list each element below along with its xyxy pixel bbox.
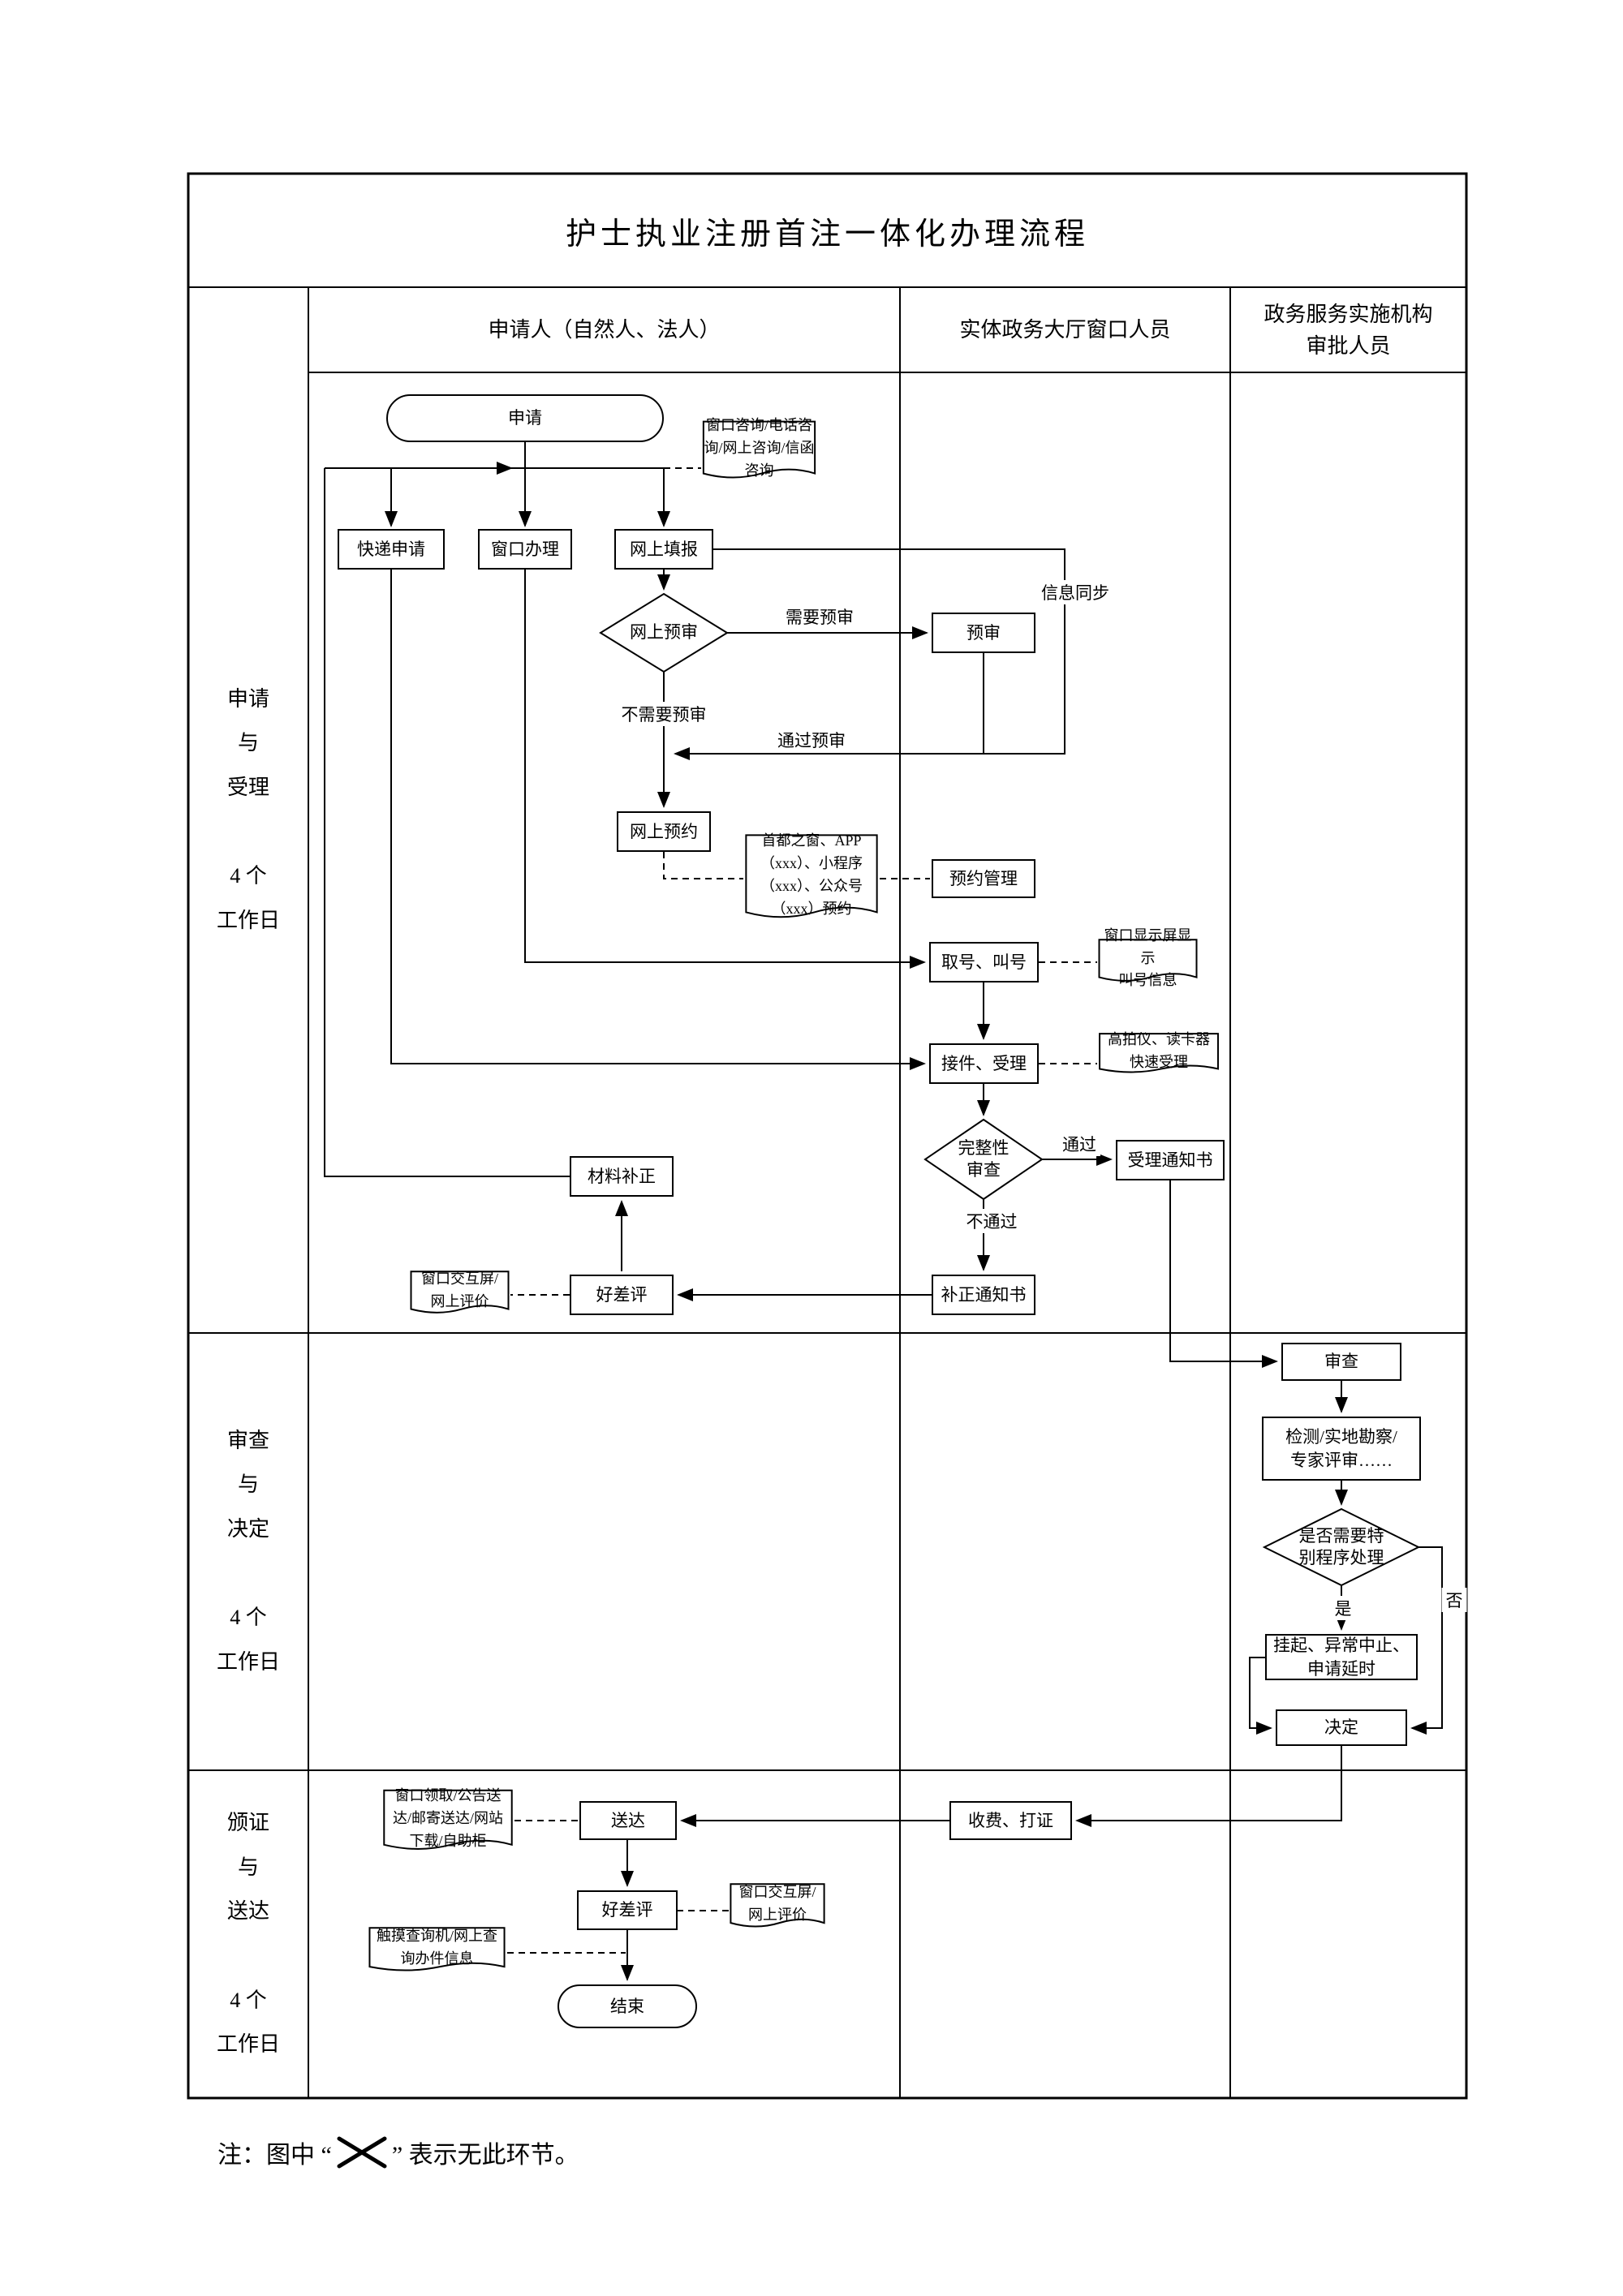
page-title: 护士执业注册首注一体化办理流程 [565,217,1089,252]
node-review: 审查 [1281,1343,1401,1381]
node-express-apply: 快递申请 [338,529,445,570]
node-rating-2: 好差评 [577,1890,678,1930]
node-window-handle: 窗口办理 [478,529,572,570]
document-shape-icon [701,420,817,487]
node-inspection: 检测/实地勘察/ 专家评审…… [1262,1417,1421,1481]
note-rating-channel-1: 窗口交互屏/ 网上评价 [409,1271,510,1320]
phase-review-decide: 审查 与 决定 4 个 工作日 [216,1428,280,1674]
swimlane-grid [187,172,1468,2100]
node-delivery: 送达 [579,1801,677,1840]
node-decision: 决定 [1276,1709,1407,1746]
node-charge-print: 收费、打证 [949,1801,1072,1840]
edge-label-yes: 是 [1330,1596,1356,1620]
edge-label-no-precheck: 不需要预审 [617,702,711,726]
edge-label-need-precheck: 需要预审 [781,604,858,629]
note-booking-channels: 首都之窗、APP （xxx）、小程序 （xxx）、公众号 （xxx）预约 [743,832,880,927]
node-correction-notice: 补正通知书 [932,1275,1035,1315]
note-query-info: 触摸查询机/网上查 询办件信息 [367,1927,507,1978]
document-shape-icon [1097,1033,1220,1079]
document-shape-icon [409,1271,510,1320]
end-terminator: 结束 [558,1984,697,2028]
node-online-booking: 网上预约 [617,811,711,852]
footnote: 注：图中 “ ” 表示无此环节。 [217,2127,579,2178]
lane-header-window: 实体政务大厅窗口人员 [959,318,1171,342]
document-shape-icon [729,1883,826,1934]
document-shape-icon [367,1927,507,1978]
edge-label-info-sync: 信息同步 [1037,580,1113,604]
node-booking-mgmt: 预约管理 [932,859,1035,898]
node-online-fill: 网上填报 [614,529,713,570]
node-take-number: 取号、叫号 [929,942,1039,982]
lane-header-applicant: 申请人（自然人、法人） [488,318,721,342]
node-receive-accept: 接件、受理 [929,1043,1039,1084]
document-shape-icon [381,1789,514,1859]
node-material-correction: 材料补正 [570,1156,674,1197]
edge-label-fail: 不通过 [962,1209,1022,1233]
dashed-connectors [507,467,1097,1954]
note-rating-channel-2: 窗口交互屏/ 网上评价 [729,1883,826,1934]
node-suspend: 挂起、异常中止、 申请延时 [1265,1634,1418,1680]
edge-label-no: 否 [1441,1588,1467,1612]
footnote-suffix: ” 表示无此环节。 [391,2142,579,2169]
note-call-display: 窗口显示屏显示 叫号信息 [1097,927,1199,988]
document-shape-icon [1097,939,1199,988]
decision-online-precheck: 网上预审 [630,622,698,643]
phase-issue-deliver: 颁证 与 送达 4 个 工作日 [216,1811,280,2057]
decision-special-procedure: 是否需要特 别程序处理 [1298,1525,1384,1567]
edge-label-pass: 通过 [1058,1132,1100,1156]
start-terminator: 申请 [386,394,664,442]
solid-connectors [324,442,1443,1981]
node-acceptance-notice: 受理通知书 [1116,1140,1225,1180]
decision-diamonds [599,592,1421,1587]
node-rating-1: 好差评 [570,1275,674,1315]
edge-label-pass-precheck: 通过预审 [773,728,850,752]
document-shape-icon [743,833,880,927]
no-step-x-icon [337,2136,387,2169]
decision-completeness-check: 完整性 审查 [958,1137,1010,1180]
footnote-prefix: 注：图中 “ [217,2142,332,2169]
lane-header-approver: 政务服务实施机构 审批人员 [1264,302,1433,358]
phase-apply-accept: 申请 与 受理 4 个 工作日 [216,686,280,932]
note-fast-accept: 高拍仪、读卡器 快速受理 [1097,1031,1220,1079]
note-delivery-channels: 窗口领取/公告送 达/邮寄送达/网站 下载/自助柜 [381,1787,514,1859]
node-precheck: 预审 [932,613,1035,653]
note-consult-channels: 窗口咨询/电话咨 询/网上咨询/信函 咨询 [701,417,817,487]
